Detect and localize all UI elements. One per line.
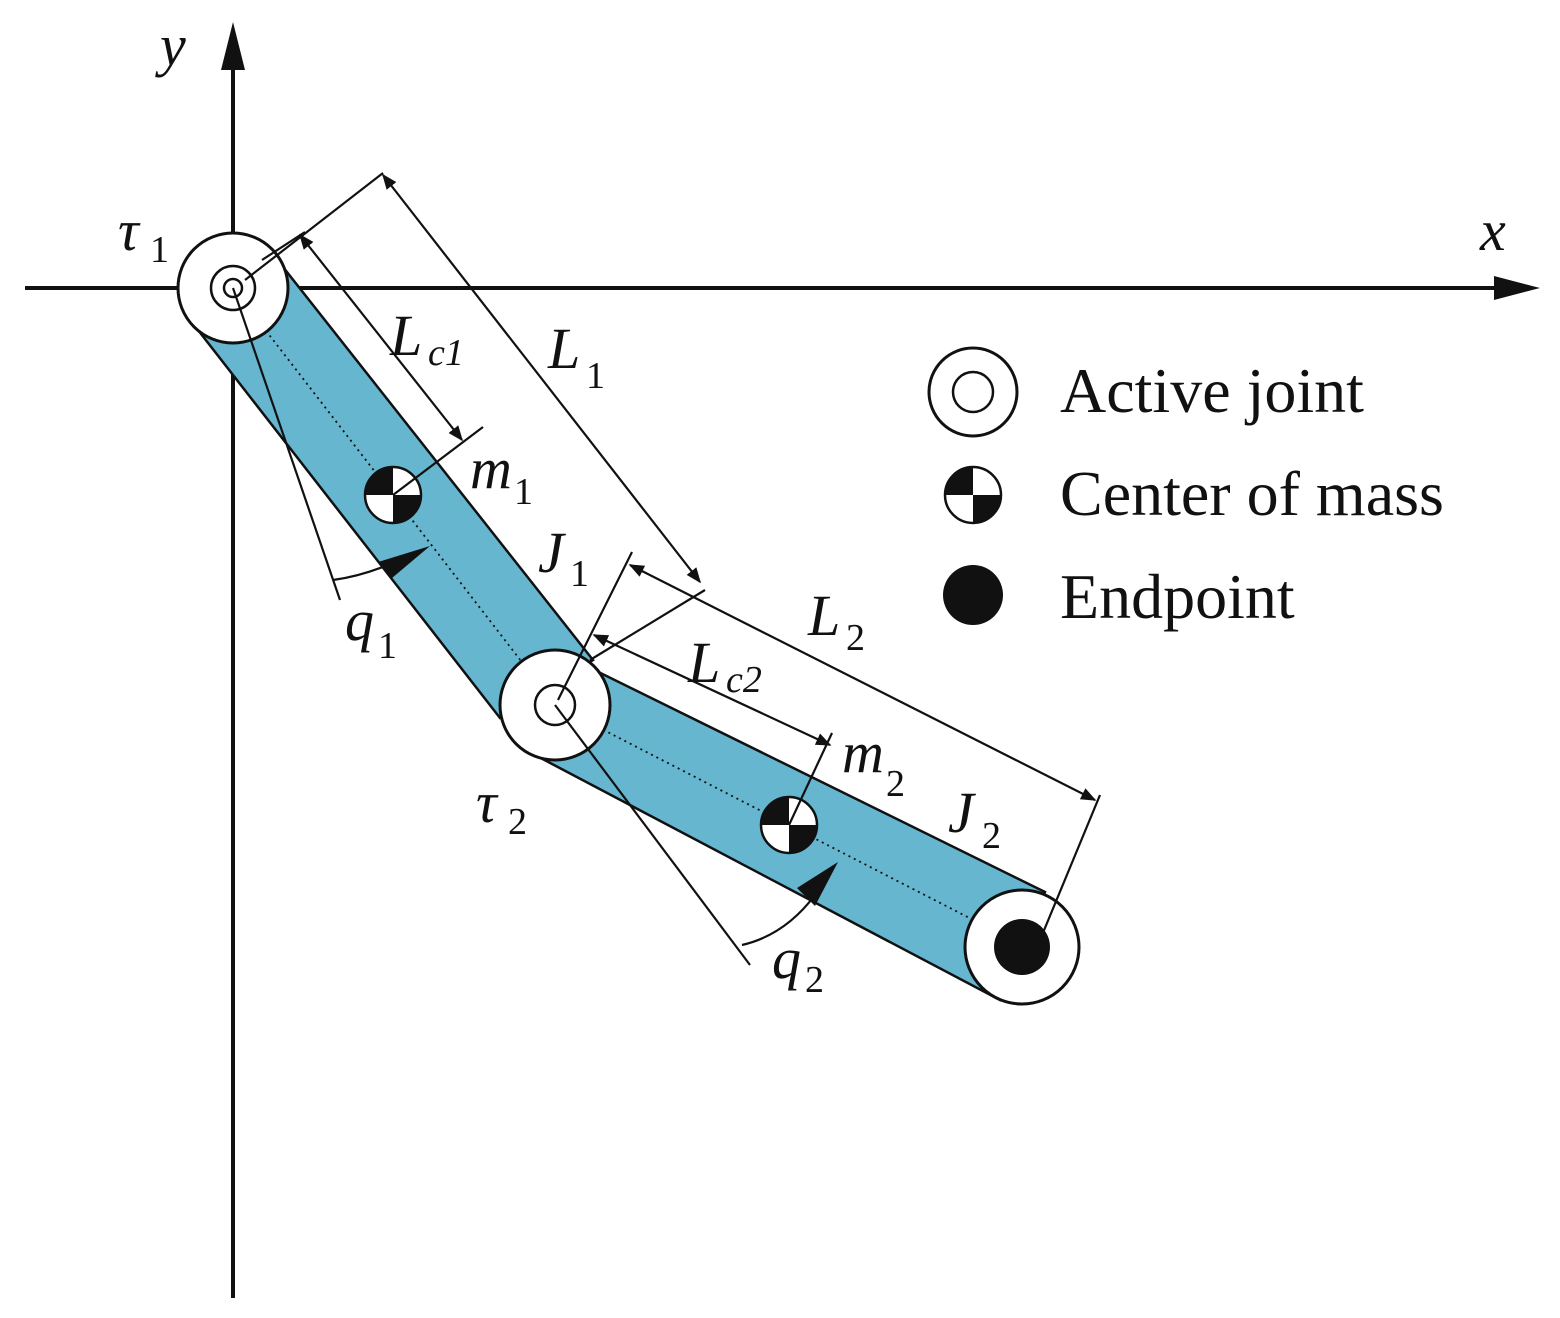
- y-axis-label: y: [155, 13, 186, 78]
- label-L1: L 1: [547, 316, 605, 397]
- svg-text:τ: τ: [118, 198, 141, 263]
- svg-text:J: J: [948, 780, 977, 845]
- legend-label-center-of-mass: Center of mass: [1060, 458, 1444, 529]
- label-Lc1: L c1: [389, 303, 464, 374]
- label-J1: J 1: [538, 520, 589, 595]
- dimension-lines: [244, 172, 1102, 941]
- label-m2: m 2: [842, 720, 905, 805]
- svg-text:L: L: [807, 583, 840, 648]
- svg-text:2: 2: [982, 815, 1001, 857]
- svg-text:m: m: [842, 720, 884, 785]
- svg-text:2: 2: [508, 801, 527, 843]
- label-q2: q 2: [772, 926, 824, 1001]
- svg-text:L: L: [687, 630, 720, 695]
- legend-label-active-joint: Active joint: [1060, 355, 1364, 426]
- svg-text:m: m: [470, 436, 512, 501]
- svg-text:1: 1: [514, 471, 533, 513]
- svg-text:τ: τ: [476, 770, 499, 835]
- dimension-Lc2: [592, 634, 832, 746]
- svg-text:1: 1: [570, 553, 589, 595]
- svg-text:2: 2: [805, 959, 824, 1001]
- dimension-L2: [628, 564, 1097, 801]
- legend-label-endpoint: Endpoint: [1060, 561, 1295, 632]
- link-1-centerline: [232, 287, 556, 706]
- svg-text:q: q: [772, 926, 801, 991]
- label-tau1: τ 1: [118, 198, 169, 271]
- angle-q1: [231, 287, 430, 601]
- svg-text:1: 1: [586, 355, 605, 397]
- svg-text:1: 1: [378, 625, 397, 667]
- svg-text:L: L: [547, 316, 580, 381]
- svg-text:2: 2: [886, 763, 905, 805]
- svg-text:2: 2: [846, 617, 865, 659]
- label-tau2: τ 2: [476, 770, 527, 843]
- label-m1: m 1: [470, 436, 533, 513]
- x-axis-arrowhead: [1494, 276, 1540, 300]
- label-Lc2: L c2: [687, 630, 762, 701]
- label-J2: J 2: [948, 780, 1001, 857]
- y-axis-arrowhead: [221, 22, 245, 70]
- endpoint-icon: [943, 565, 1003, 625]
- svg-text:c2: c2: [726, 659, 762, 701]
- label-q1: q 1: [345, 588, 397, 667]
- svg-text:J: J: [538, 520, 567, 585]
- legend: Active joint Center of mass Endpoint: [927, 346, 1444, 632]
- svg-text:c1: c1: [428, 332, 464, 374]
- svg-text:1: 1: [150, 229, 169, 271]
- svg-text:L: L: [389, 303, 422, 368]
- x-axis-label: x: [1479, 198, 1506, 263]
- active-joint-icon: [927, 346, 1019, 438]
- label-L2: L 2: [807, 583, 865, 659]
- center-of-mass-icon: [943, 465, 1003, 525]
- dimension-Lc1: [299, 233, 463, 442]
- svg-text:q: q: [345, 588, 374, 653]
- coordinate-axes: [25, 22, 1540, 1298]
- endpoint-marker: [963, 888, 1081, 1006]
- angle-q2: [554, 704, 838, 966]
